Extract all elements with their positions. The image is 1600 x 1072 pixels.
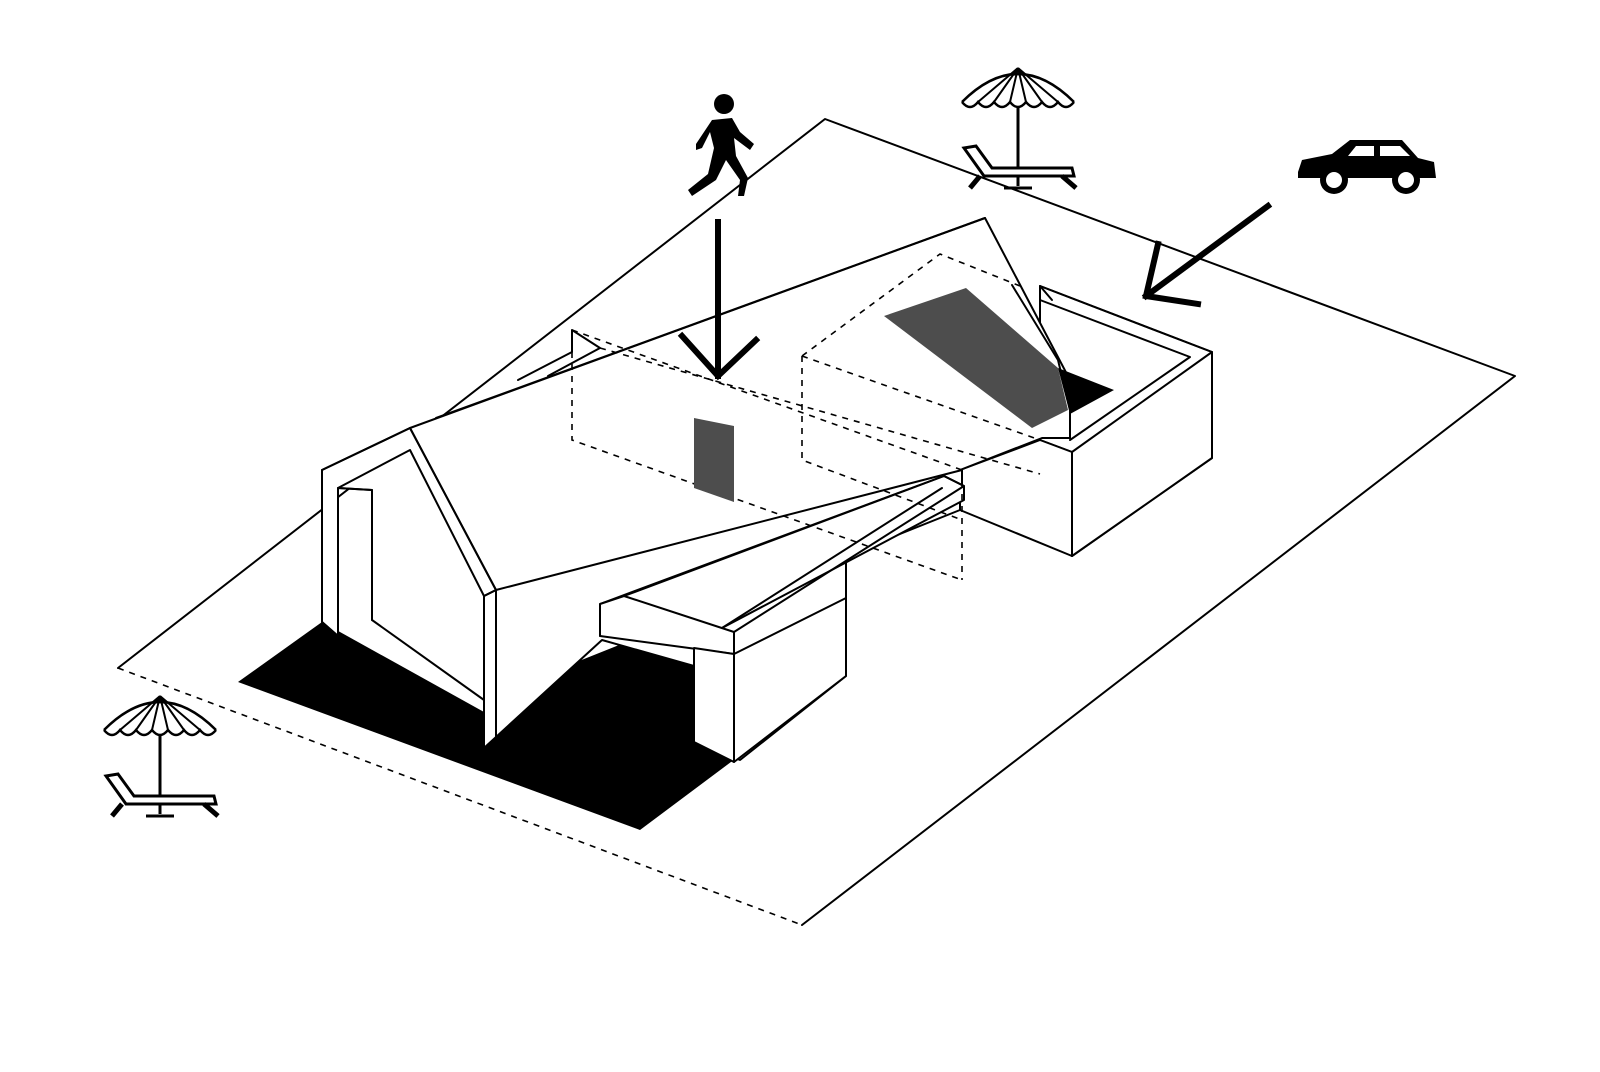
parasol-lounger-icon xyxy=(961,67,1078,190)
parasol-lounger-icon xyxy=(103,695,220,818)
site-plot xyxy=(117,118,1516,926)
courtyard-outline xyxy=(571,253,1041,581)
pedestrian-access-arrow xyxy=(677,219,761,381)
roof-skylight xyxy=(884,288,1068,428)
cantilever-canopy xyxy=(599,475,965,763)
entrance-door xyxy=(694,418,734,502)
pedestrian-icon xyxy=(688,94,754,196)
car-access-arrow xyxy=(1141,201,1273,308)
car-icon xyxy=(1298,140,1436,194)
